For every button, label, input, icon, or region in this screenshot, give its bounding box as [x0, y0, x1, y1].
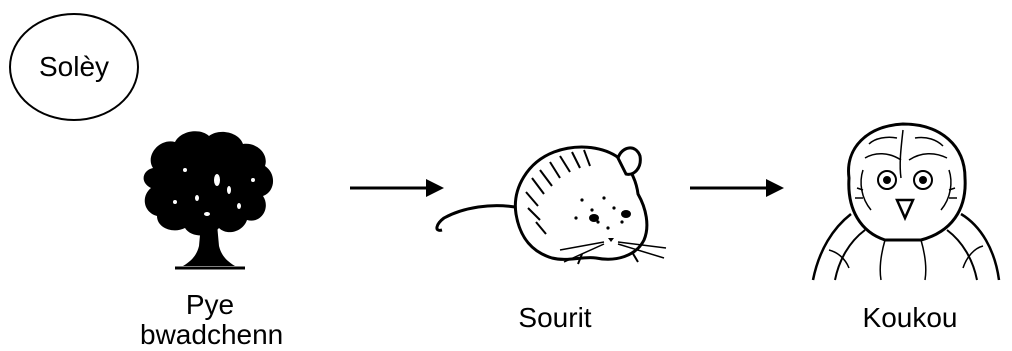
tree-label: Pye bwadchenn [140, 290, 280, 350]
sun-label: Solèy [39, 51, 109, 83]
mouse-icon [432, 138, 672, 270]
sun-node: Solèy [9, 13, 139, 121]
arrow-mouse-to-owl [690, 177, 785, 199]
owl-label: Koukou [845, 303, 975, 333]
tree-label-line1: Pye [140, 290, 280, 320]
right-arrow-icon [350, 177, 445, 199]
tree-icon [135, 128, 285, 276]
tree-label-line2: bwadchenn [140, 320, 280, 350]
tree-node [135, 128, 285, 276]
arrow-tree-to-mouse [350, 177, 445, 199]
owl-icon [805, 118, 1005, 286]
owl-node [805, 118, 1005, 286]
mouse-label: Sourit [500, 303, 610, 333]
right-arrow-icon [690, 177, 785, 199]
mouse-node [432, 138, 672, 270]
